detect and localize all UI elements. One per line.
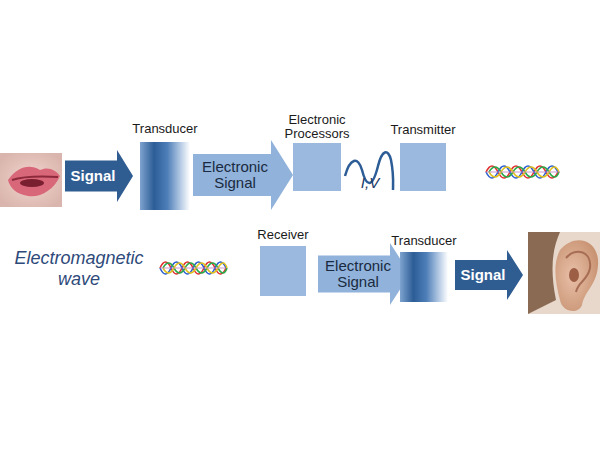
electromagnetic-wave <box>486 166 560 178</box>
block-heading: Electronic Processors <box>277 113 357 141</box>
arrow-label: Signal <box>457 250 509 300</box>
ear-photo <box>528 232 600 314</box>
electronic-signal-arrow: Electronic Signal <box>193 140 293 210</box>
process-box: Transmitter <box>400 143 446 191</box>
arrow-label: Electronic Signal <box>195 140 275 210</box>
wave-label: Electromagnetic wave <box>4 248 154 290</box>
arrow-label: Signal <box>67 150 119 202</box>
transducer-block: Transducer <box>400 252 448 302</box>
process-box: Receiver <box>260 246 306 296</box>
signal-arrow: Signal <box>455 250 523 300</box>
electronic-signal-arrow: Electronic Signal <box>318 243 410 305</box>
block-heading: Receiver <box>243 228 323 242</box>
mouth-photo <box>0 153 62 207</box>
arrow-label: Electronic Signal <box>320 243 396 305</box>
block-heading: Transmitter <box>378 123 468 137</box>
transducer-block: Transducer <box>140 142 190 210</box>
process-box: Electronic Processors <box>293 143 341 191</box>
signal-quantity-label: I,V <box>350 174 390 192</box>
electromagnetic-wave <box>160 262 227 274</box>
signal-arrow: Signal <box>65 150 133 202</box>
block-heading: Transducer <box>379 234 469 248</box>
block-heading: Transducer <box>120 122 210 136</box>
